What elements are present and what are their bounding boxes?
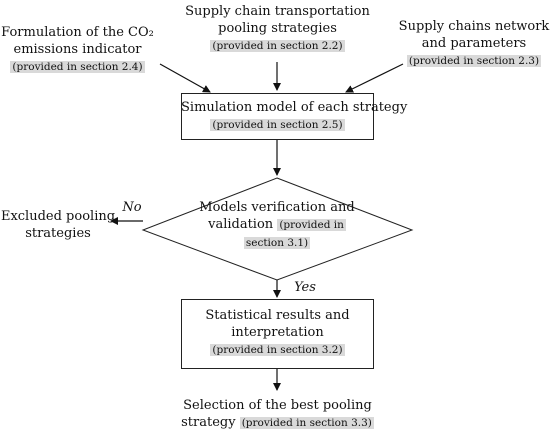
decision-text: Models verification and validation (prov…	[187, 199, 367, 252]
simulation-ref: (provided in section 2.5)	[210, 119, 345, 131]
simulation-box	[181, 93, 374, 140]
input-left-line1: Formulation of the CO₂	[1, 25, 154, 40]
input-right-line2: and parameters	[421, 36, 527, 51]
selection-line1: Selection of the best pooling	[183, 398, 372, 413]
input-right-ref: (provided in section 2.3)	[406, 55, 542, 67]
input-center-line2: pooling strategies	[218, 21, 337, 36]
results-text: Statistical results and interpretation (…	[181, 307, 374, 359]
excluded-strategies: Excluded pooling strategies	[0, 208, 116, 242]
arrow-right-input	[345, 63, 404, 93]
arrow-left-input	[159, 63, 211, 93]
simulation-title: Simulation model of each strategy	[181, 100, 408, 115]
results-box	[181, 299, 374, 369]
input-center-line1: Supply chain transportation	[185, 4, 370, 19]
results-line1: Statistical results and	[205, 308, 350, 323]
input-center-ref: (provided in section 2.2)	[210, 40, 345, 52]
selection-ref: (provided in section 3.3)	[239, 417, 374, 429]
input-left-ref: (provided in section 2.4)	[10, 61, 145, 73]
results-line2: interpretation	[231, 325, 324, 340]
decision-line2: validation	[208, 217, 274, 232]
input-right-line1: Supply chains network	[398, 19, 550, 34]
simulation-text: Simulation model of each strategy (provi…	[181, 99, 408, 134]
input-left: Formulation of the CO₂ emissions indicat…	[0, 24, 155, 76]
input-center: Supply chain transportation pooling stra…	[180, 3, 375, 55]
input-left-line2: emissions indicator	[13, 42, 142, 57]
yes-label: Yes	[294, 280, 316, 295]
decision-line1: Models verification and	[199, 200, 355, 215]
selection-line2: strategy	[181, 415, 236, 430]
results-ref: (provided in section 3.2)	[210, 344, 345, 356]
decision-ref-a: (provided in	[277, 219, 346, 231]
excluded-line1: Excluded pooling	[0, 209, 116, 224]
no-label: No	[122, 200, 142, 215]
excluded-line2: strategies	[25, 226, 91, 241]
input-right: Supply chains network and parameters (pr…	[398, 18, 550, 70]
selection-text: Selection of the best pooling strategy (…	[150, 397, 405, 432]
decision-ref-b: section 3.1)	[243, 237, 311, 249]
